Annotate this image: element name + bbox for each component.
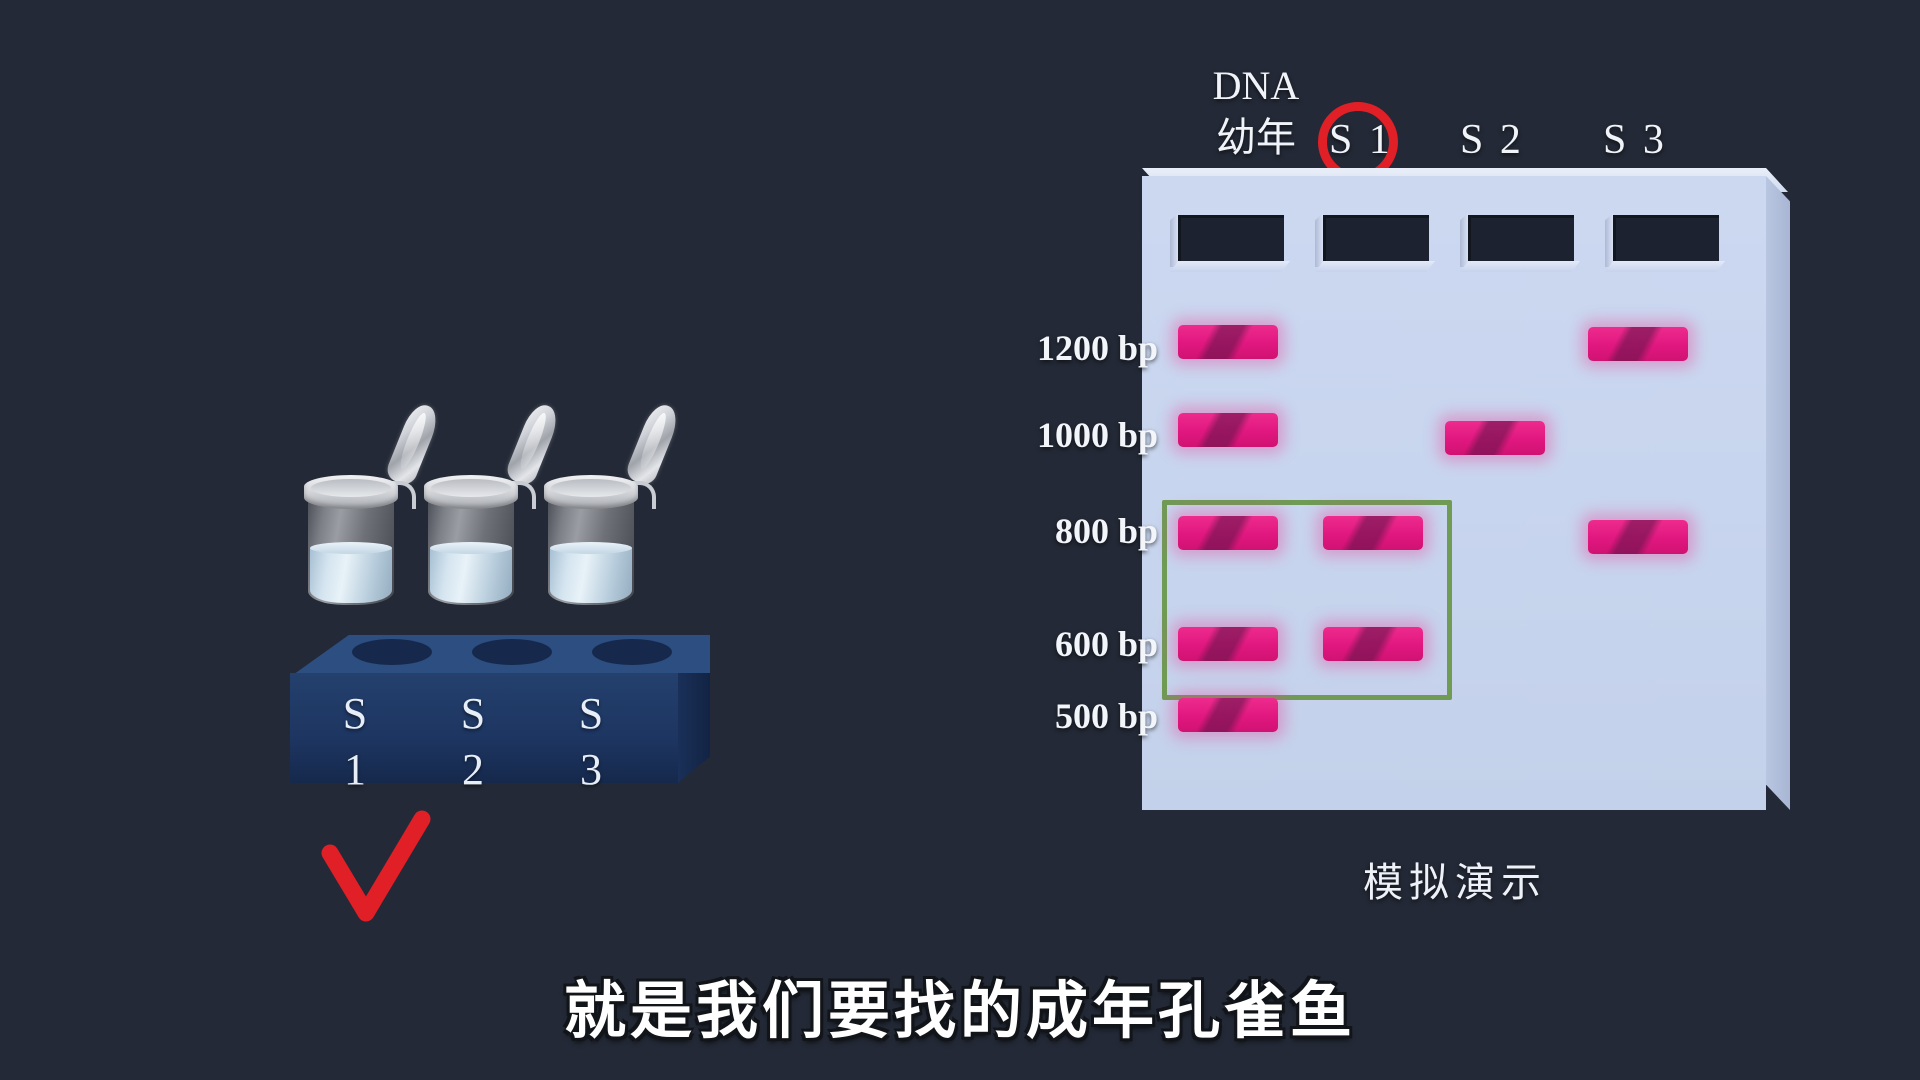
bp-label-600: 600 bp bbox=[1054, 624, 1158, 664]
tube-liquid bbox=[550, 542, 632, 603]
tube-cap bbox=[304, 475, 398, 509]
sample-tube-s2[interactable] bbox=[424, 400, 563, 625]
lane-label-dna: DNA 幼年 bbox=[1176, 60, 1336, 164]
gel-electrophoresis-scene: DNA 幼年 S 1 S 2 S 3 1200 bp bbox=[1037, 50, 1800, 906]
rack-label-s2-number: 2 bbox=[462, 745, 484, 794]
lane-label-s2[interactable]: S 2 bbox=[1460, 117, 1524, 163]
tube-cap bbox=[424, 475, 518, 509]
bp-label-1000: 1000 bp bbox=[1036, 415, 1158, 455]
tube-rack-base: S 1 S 2 S 3 bbox=[290, 635, 710, 794]
tube-rack-scene: S 1 S 2 S 3 bbox=[290, 400, 710, 815]
rack-label-s2-letter: S bbox=[460, 689, 486, 738]
rack-side-face bbox=[678, 673, 710, 783]
tube-hinge-icon bbox=[626, 481, 656, 509]
tube-body bbox=[548, 493, 634, 605]
video-subtitle: 就是我们要找的成年孔雀鱼 bbox=[563, 974, 1356, 1047]
sample-tube-s3[interactable] bbox=[544, 400, 683, 625]
rack-hole bbox=[472, 639, 552, 665]
lane-label-dna-line1: DNA bbox=[1212, 63, 1300, 108]
gel-band-dna-1000 bbox=[1178, 413, 1278, 447]
lane-label-s1[interactable]: S 1 bbox=[1329, 117, 1393, 163]
tube-body bbox=[308, 493, 394, 605]
gel-band-dna-600 bbox=[1178, 627, 1278, 661]
tube-lid-icon bbox=[623, 400, 683, 488]
gel-band-s2-1000 bbox=[1445, 421, 1545, 455]
gel-band-dna-1200 bbox=[1178, 325, 1278, 359]
gel-well-dna bbox=[1178, 215, 1284, 261]
gel-well-s1 bbox=[1323, 215, 1429, 261]
bp-label-1200: 1200 bp bbox=[1036, 328, 1158, 368]
bp-label-500: 500 bp bbox=[1054, 696, 1158, 736]
tube-hinge-icon bbox=[506, 481, 536, 509]
tube-body bbox=[428, 493, 514, 605]
tube-liquid bbox=[430, 542, 512, 603]
gel-caption: 模拟演示 bbox=[1363, 860, 1547, 906]
tube-hinge-icon bbox=[386, 481, 416, 509]
lane-label-s3[interactable]: S 3 bbox=[1603, 117, 1667, 163]
rack-label-s3-letter: S bbox=[578, 689, 604, 738]
rack-hole bbox=[592, 639, 672, 665]
rack-front-face bbox=[290, 673, 678, 783]
lane-label-dna-line2: 幼年 bbox=[1216, 115, 1296, 161]
sample-tube-s1[interactable] bbox=[304, 400, 443, 625]
rack-label-s3-number: 3 bbox=[580, 745, 602, 794]
gel-band-dna-800 bbox=[1178, 516, 1278, 550]
gel-band-s3-1200 bbox=[1588, 327, 1688, 361]
gel-band-s1-600 bbox=[1323, 627, 1423, 661]
gel-band-s1-800 bbox=[1323, 516, 1423, 550]
match-highlight-box bbox=[1162, 500, 1452, 700]
tube-liquid bbox=[310, 542, 392, 603]
check-mark-icon bbox=[321, 810, 431, 922]
bp-label-800: 800 bp bbox=[1054, 511, 1158, 551]
rack-hole bbox=[352, 639, 432, 665]
gel-well-s3 bbox=[1613, 215, 1719, 261]
gel-well-s2 bbox=[1468, 215, 1574, 261]
rack-label-s1-number: 1 bbox=[344, 745, 366, 794]
gel-band-s3-800 bbox=[1588, 520, 1688, 554]
tube-cap bbox=[544, 475, 638, 509]
gel-band-dna-500 bbox=[1178, 698, 1278, 732]
gel-right-bevel bbox=[1766, 176, 1790, 810]
rack-label-s1-letter: S bbox=[342, 689, 368, 738]
